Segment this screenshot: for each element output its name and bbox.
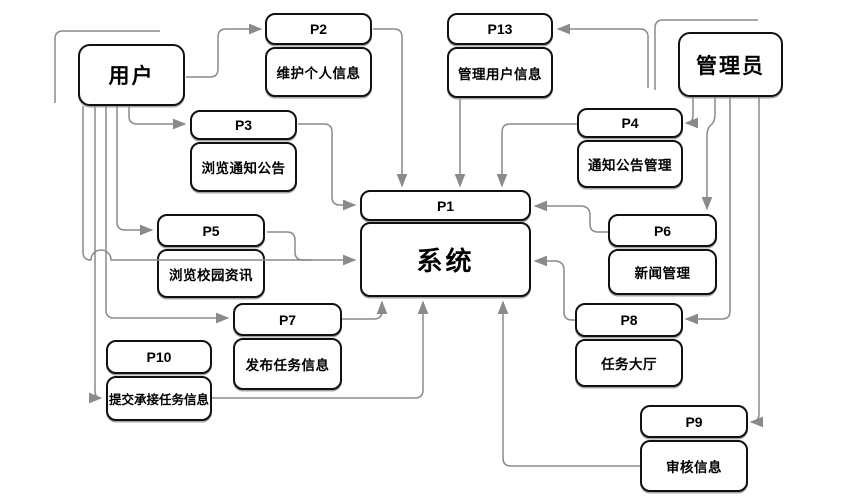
process-p10-label: 提交承接任务信息 — [108, 393, 209, 407]
process-p6-label-box: 新闻管理 — [608, 249, 717, 295]
connector-p8-system — [533, 255, 575, 321]
process-p4-id-box: P4 — [577, 108, 683, 138]
process-p7-id-box: P7 — [233, 303, 342, 336]
process-p8: P8 任务大厅 — [575, 303, 683, 387]
process-p10-id-box: P10 — [106, 340, 212, 374]
process-p10-id: P10 — [146, 349, 172, 365]
process-p2-id-box: P2 — [265, 13, 372, 45]
entity-user-label: 用户 — [108, 65, 155, 88]
process-p2-label: 维护个人信息 — [276, 66, 361, 81]
process-p1-id: P1 — [436, 197, 455, 214]
process-p3-label: 浏览通知公告 — [201, 161, 286, 176]
process-p13-id-box: P13 — [447, 13, 553, 45]
connector-p2-p1 — [373, 28, 408, 188]
process-p8-id-box: P8 — [575, 303, 683, 337]
connector-into-p13 — [556, 23, 649, 88]
process-p6-id: P6 — [653, 222, 672, 239]
process-p10-label-box: 提交承接任务信息 — [106, 376, 212, 421]
process-p13-label: 管理用户信息 — [458, 66, 542, 82]
process-p9-id: P9 — [685, 413, 703, 430]
connector-user-p3 — [128, 106, 187, 130]
connector-p5-system — [267, 231, 312, 261]
process-p6: P6 新闻管理 — [608, 214, 717, 295]
process-p5: P5 浏览校园资讯 — [157, 214, 265, 298]
process-p4-id: P4 — [621, 115, 639, 131]
process-p3-id: P3 — [234, 117, 253, 133]
entity-admin-label: 管理员 — [696, 54, 765, 78]
process-p4-label: 通知公告管理 — [588, 158, 672, 173]
process-p9-label: 审核信息 — [666, 460, 722, 475]
process-p5-label: 浏览校园资讯 — [169, 267, 253, 283]
process-p13: P13 管理用户信息 — [447, 13, 553, 98]
process-p4-label-box: 通知公告管理 — [577, 140, 683, 188]
process-p7: P7 发布任务信息 — [233, 303, 342, 390]
connector-p4-p1 — [496, 123, 577, 188]
process-p3-label-box: 浏览通知公告 — [190, 142, 297, 192]
process-p3: P3 浏览通知公告 — [190, 110, 297, 192]
process-p7-id: P7 — [278, 311, 297, 328]
entity-admin: 管理员 — [678, 32, 783, 97]
process-p5-id: P5 — [202, 222, 220, 239]
connector-user-p5 — [116, 106, 154, 236]
connector-admin-p4 — [684, 97, 699, 129]
process-p7-label-box: 发布任务信息 — [233, 338, 342, 390]
connector-admin-p6 — [701, 97, 716, 211]
process-p1-id-box: P1 — [360, 190, 531, 221]
process-p6-label: 新闻管理 — [634, 266, 691, 281]
connector-admin-p9 — [749, 97, 764, 428]
process-p3-id-box: P3 — [190, 110, 297, 140]
process-p4: P4 通知公告管理 — [577, 108, 683, 188]
process-p10: P10 提交承接任务信息 — [106, 340, 212, 421]
connector-p3-p1 — [298, 123, 357, 211]
process-p9: P9 审核信息 — [640, 405, 748, 492]
connector-p7-system — [342, 300, 388, 320]
process-p8-label-box: 任务大厅 — [575, 339, 683, 387]
process-p9-label-box: 审核信息 — [640, 440, 748, 492]
process-p2-label-box: 维护个人信息 — [265, 47, 372, 97]
process-p13-label-box: 管理用户信息 — [447, 47, 553, 98]
connector-p6-p1 — [533, 200, 608, 233]
process-p7-label: 发布任务信息 — [245, 358, 330, 373]
process-p5-label-box: 浏览校园资讯 — [157, 249, 265, 298]
entity-user: 用户 — [78, 44, 185, 106]
process-p6-id-box: P6 — [608, 214, 717, 247]
process-p2-id: P2 — [309, 21, 328, 37]
connector-user-p10 — [88, 106, 103, 404]
process-p5-id-box: P5 — [157, 214, 265, 247]
process-p2: P2 维护个人信息 — [265, 13, 372, 97]
process-p1-label-box: 系统 — [360, 222, 531, 297]
process-p1-system: P1 系统 — [360, 190, 531, 297]
connector-user-p2 — [186, 23, 263, 78]
process-p1-label: 系统 — [416, 246, 475, 276]
process-p8-label: 任务大厅 — [601, 357, 657, 372]
process-p9-id-box: P9 — [640, 405, 748, 438]
process-p13-id: P13 — [487, 21, 513, 37]
process-p8-id: P8 — [620, 312, 638, 328]
